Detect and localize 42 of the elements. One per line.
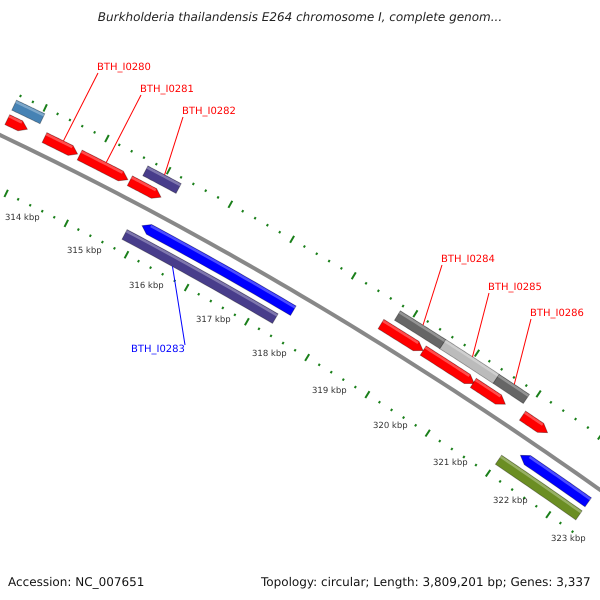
gene-label: BTH_I0284: [441, 254, 495, 266]
leader-line: [106, 94, 142, 163]
gene-label: BTH_I0281: [140, 84, 194, 96]
gene-feature: [121, 229, 279, 324]
leader-line: [164, 116, 184, 176]
gene-label: BTH_I0285: [488, 282, 542, 294]
scale-label: 315 kbp: [67, 246, 102, 256]
scale-label: 319 kbp: [312, 386, 347, 396]
gene-feature: [494, 454, 583, 520]
gene-feature: [142, 165, 182, 194]
gene-feature: [518, 410, 548, 434]
gene-feature: [126, 175, 162, 199]
gene-label: BTH_I0280: [97, 62, 151, 74]
gene-feature: [394, 310, 446, 350]
gene-feature: [378, 318, 424, 352]
gene-label: BTH_I0282: [182, 106, 236, 118]
scale-label: 317 kbp: [196, 315, 231, 325]
footer-text: Topology: circular; Length: 3,809,201 bp; Genes: 3,337: [261, 575, 591, 589]
gene-feature: [76, 150, 129, 182]
scale-label: 320 kbp: [373, 421, 408, 431]
gene-feature: [439, 338, 500, 384]
leader-line: [63, 72, 98, 142]
gene-feature: [420, 345, 475, 384]
footer-text: Accession: NC_007651: [8, 575, 144, 589]
scale-label: 323 kbp: [551, 534, 586, 544]
leader-line: [514, 318, 532, 385]
scale-label: 318 kbp: [252, 349, 287, 359]
gene-label: BTH_I0286: [530, 308, 584, 320]
gene-feature: [4, 114, 28, 132]
leader-line: [472, 292, 490, 358]
gene-label: BTH_I0283: [131, 344, 185, 356]
leader-line: [422, 264, 442, 326]
scale-label: 321 kbp: [433, 458, 468, 468]
leader-line: [172, 266, 186, 346]
scale-label: 316 kbp: [129, 281, 164, 291]
title: Burkholderia thailandensis E264 chromosome I, complete genom...: [96, 10, 504, 24]
scale-label: 314 kbp: [5, 213, 40, 223]
gene-feature: [470, 378, 506, 405]
gene-feature: [42, 132, 78, 156]
gene-feature: [492, 374, 530, 404]
scale-label: 322 kbp: [493, 496, 528, 506]
gene-feature: [11, 100, 46, 124]
